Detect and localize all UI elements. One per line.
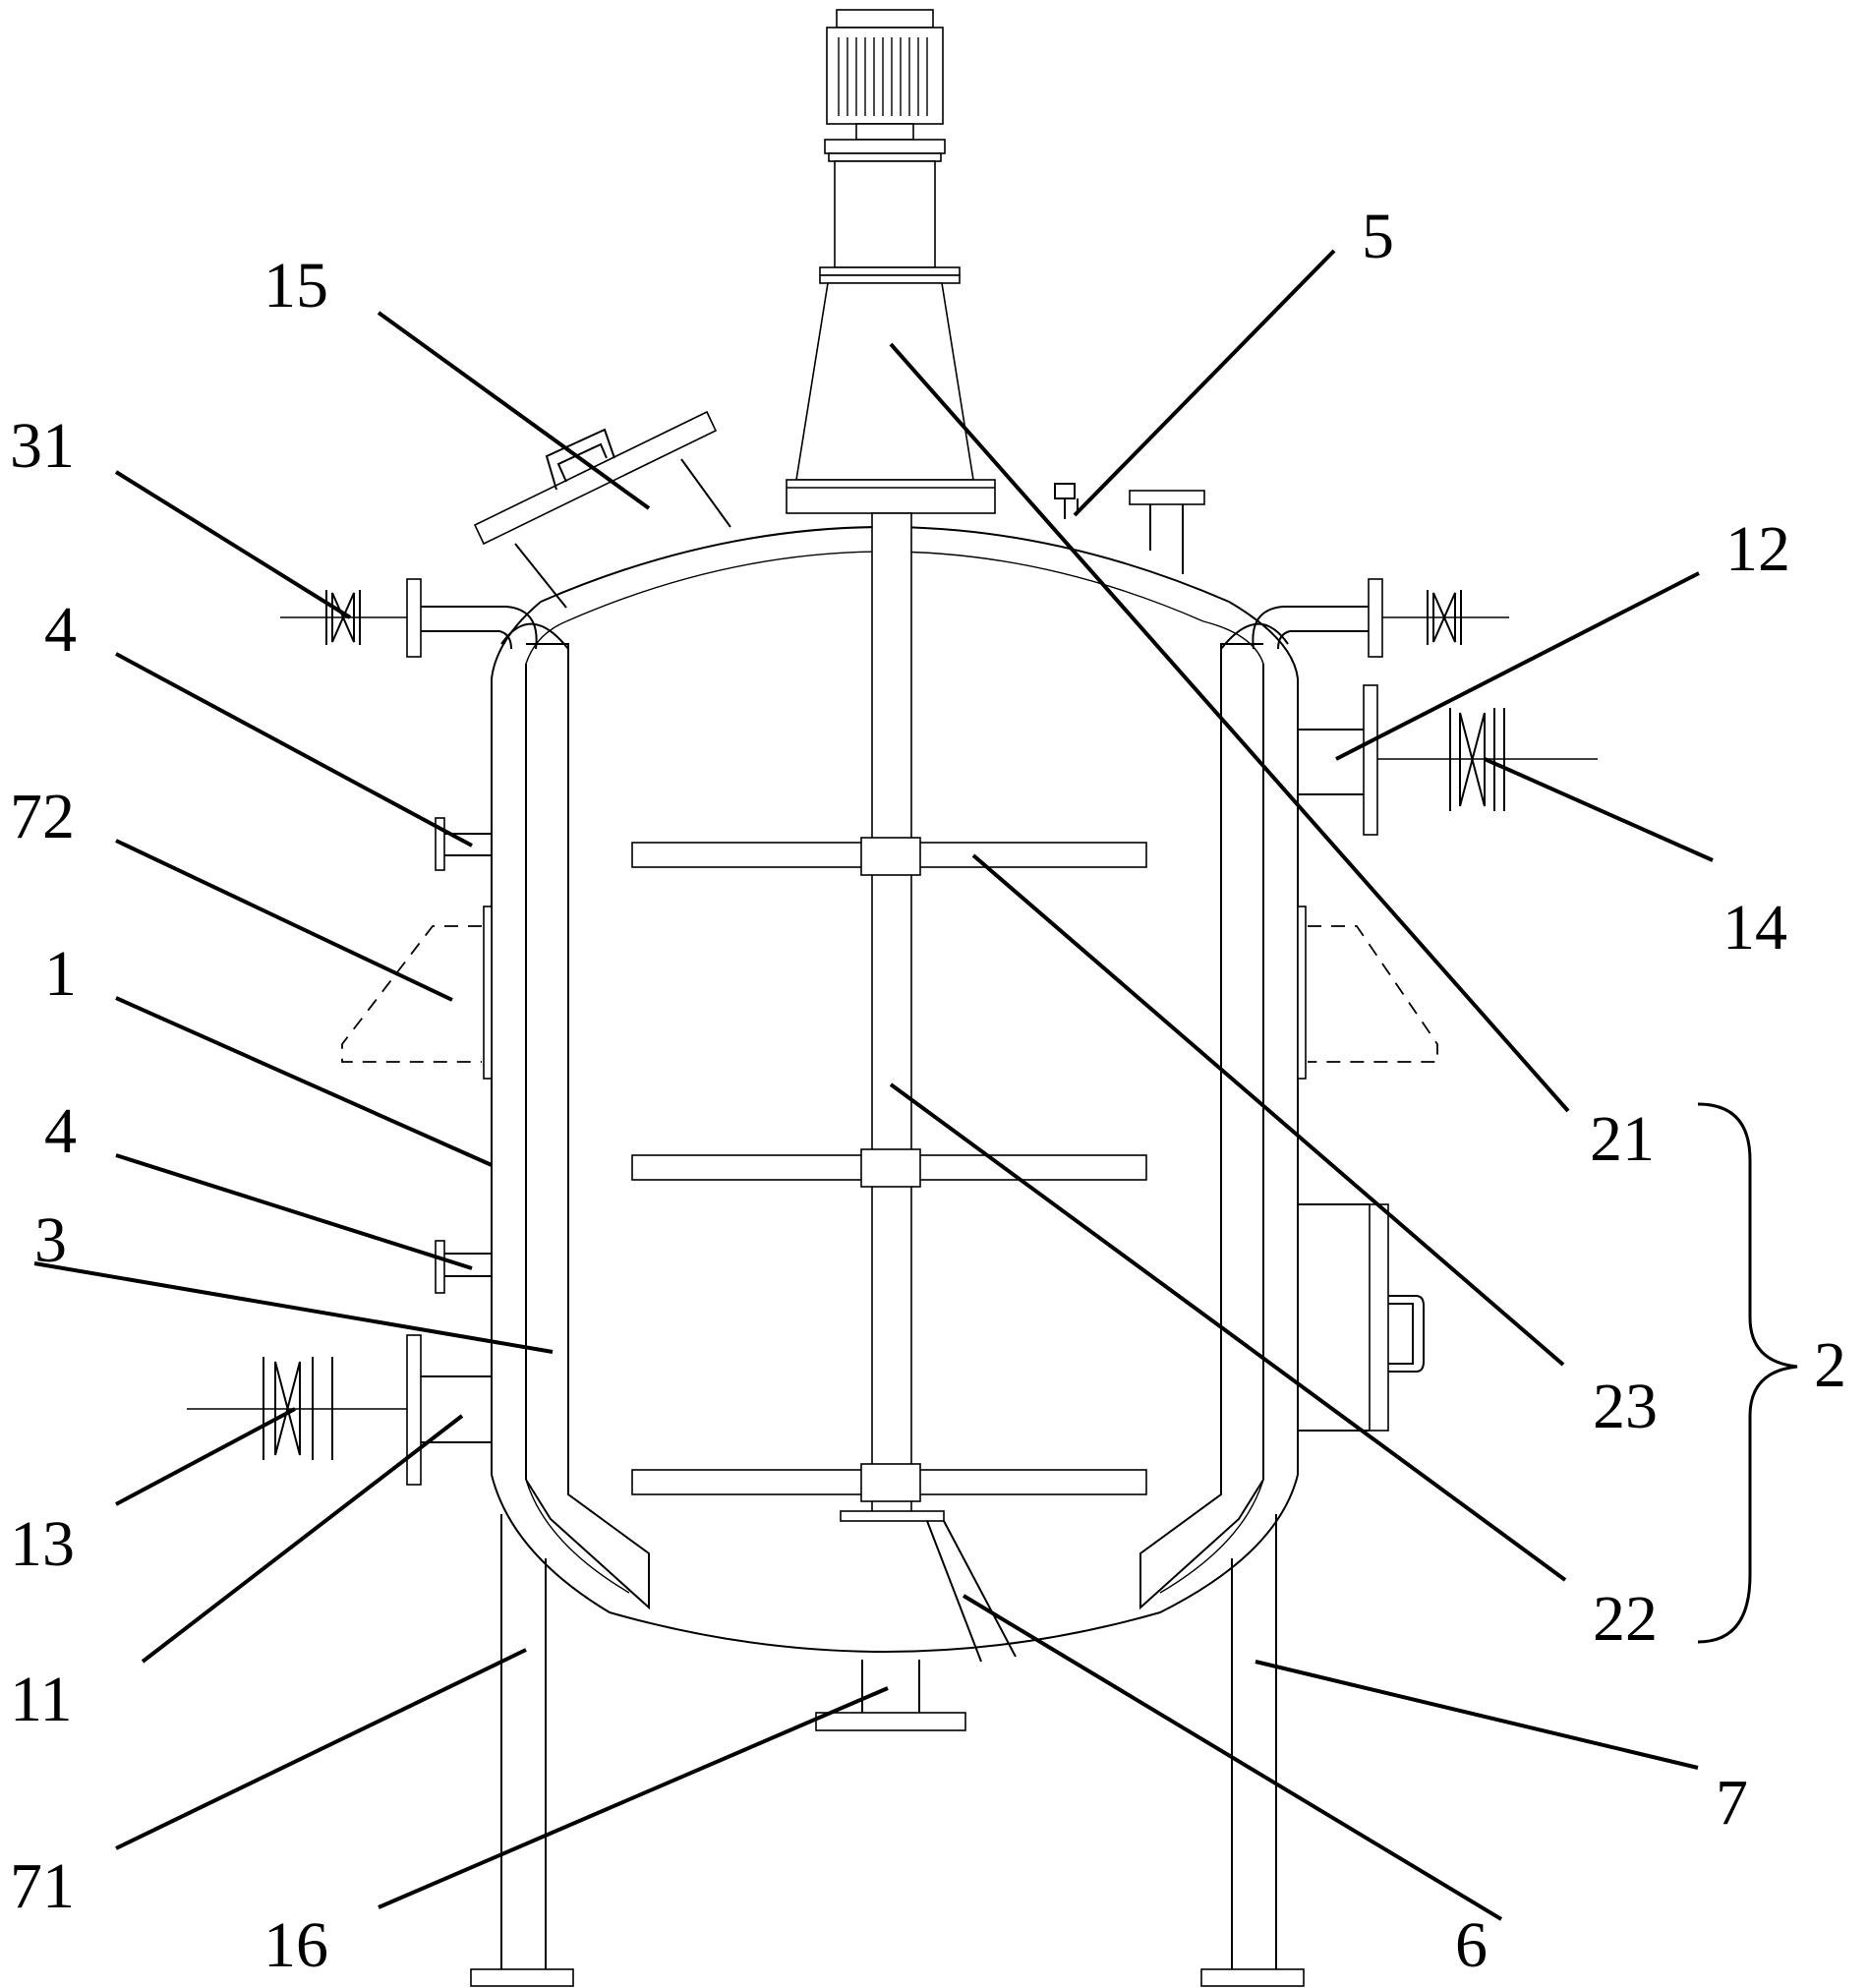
label-71: 71 (10, 1850, 75, 1922)
legs (470, 1514, 1305, 1987)
label-15: 15 (263, 250, 328, 322)
label-22: 22 (1593, 1583, 1658, 1655)
label-1: 1 (44, 938, 77, 1010)
callout-labels: 15 5 31 12 4 72 1 14 21 4 3 23 2 13 22 1… (10, 201, 1846, 1981)
label-4-upper: 4 (44, 594, 77, 666)
side-fittings (187, 578, 1598, 1486)
label-16: 16 (263, 1909, 328, 1981)
top-nozzles (1054, 483, 1205, 574)
manhole (473, 410, 731, 609)
label-2: 2 (1814, 1329, 1846, 1401)
label-3: 3 (34, 1204, 67, 1276)
label-21: 21 (1590, 1103, 1655, 1175)
label-14: 14 (1722, 892, 1787, 964)
agitator (631, 512, 1147, 1663)
label-11: 11 (10, 1664, 73, 1735)
label-5: 5 (1362, 201, 1394, 272)
leader-lines (33, 249, 1714, 1921)
label-4-lower: 4 (44, 1095, 77, 1167)
label-13: 13 (10, 1508, 75, 1580)
label-23: 23 (1593, 1371, 1658, 1442)
label-72: 72 (10, 781, 75, 852)
label-31: 31 (10, 410, 75, 482)
label-7: 7 (1716, 1767, 1748, 1839)
label-12: 12 (1725, 513, 1790, 585)
label-6: 6 (1455, 1909, 1488, 1981)
support-lugs (341, 906, 1438, 1080)
group-brace (1697, 1102, 1798, 1644)
motor-drive (786, 9, 996, 514)
